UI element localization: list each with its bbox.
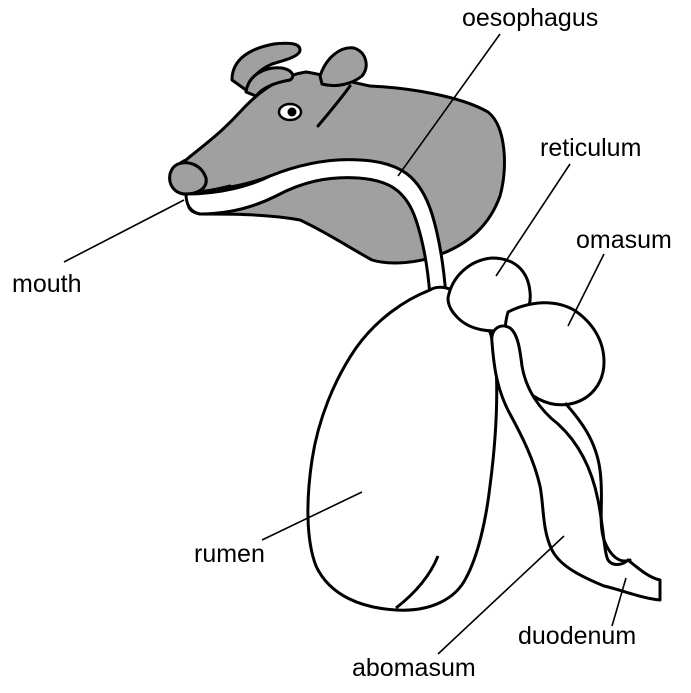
cow-head <box>170 43 505 263</box>
leader-omasum <box>568 254 604 326</box>
label-abomasum: abomasum <box>352 656 476 681</box>
label-reticulum: reticulum <box>540 136 641 161</box>
label-rumen: rumen <box>194 542 265 567</box>
label-duodenum: duodenum <box>518 624 636 649</box>
cow-nose <box>170 163 207 194</box>
leader-reticulum <box>496 164 570 276</box>
label-oesophagus: oesophagus <box>462 6 598 31</box>
cow-ear <box>320 48 366 86</box>
rumen-organ <box>308 287 497 610</box>
label-omasum: omasum <box>576 228 672 253</box>
cow-eye <box>279 104 301 120</box>
label-mouth: mouth <box>12 272 81 297</box>
leader-mouth <box>64 200 184 262</box>
